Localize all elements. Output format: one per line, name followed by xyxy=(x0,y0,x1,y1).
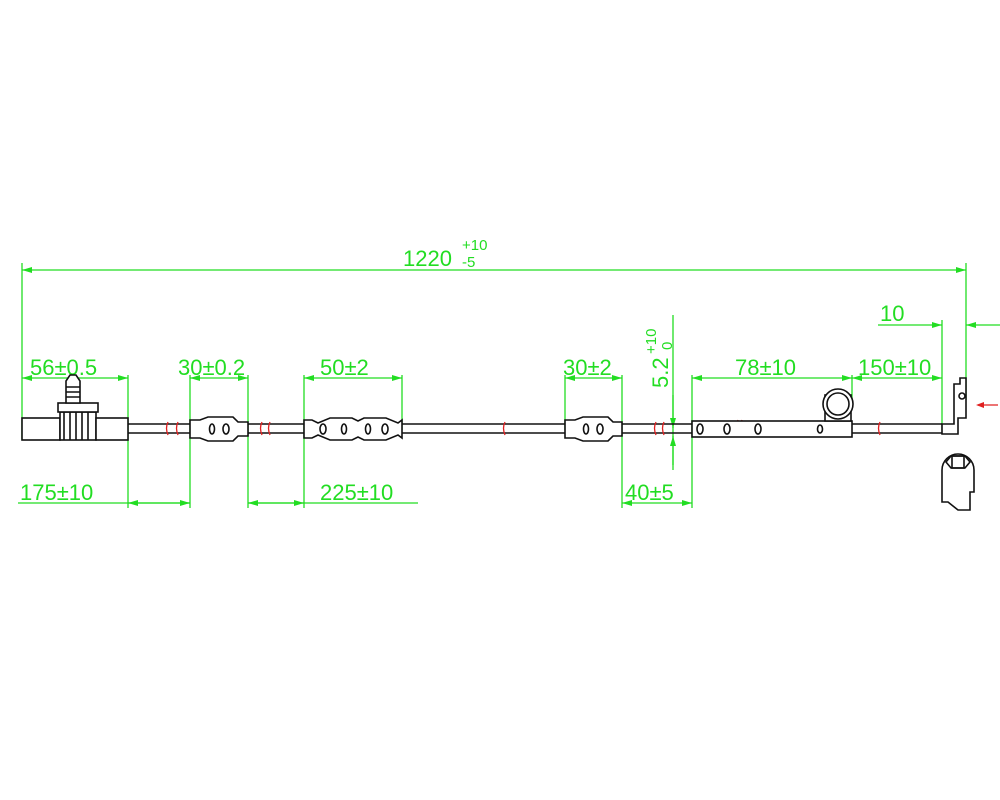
end-length-label: 150±10 xyxy=(858,355,931,380)
sleeve-length-label: 78±10 xyxy=(735,355,796,380)
segment3-label: 40±5 xyxy=(625,480,674,505)
overall-tol-upper: +10 xyxy=(462,237,487,254)
connector-length-label: 56±0.5 xyxy=(30,355,97,380)
sensor-end-view xyxy=(941,453,975,511)
segment2-label: 225±10 xyxy=(320,480,393,505)
diameter-tol-lower: 0 xyxy=(659,342,676,350)
diameter-label: 5.2 xyxy=(648,357,673,388)
overall-length-label: 1220 xyxy=(403,246,452,271)
grommet2-length-label: 50±2 xyxy=(320,355,369,380)
connector xyxy=(21,374,129,441)
segment1-label: 175±10 xyxy=(20,480,93,505)
grommet3-length-label: 30±2 xyxy=(563,355,612,380)
overall-tol-lower: -5 xyxy=(462,254,475,271)
dimension-labels: 1220 +10 -5 56±0.5 30±0.2 50±2 30±2 78±1… xyxy=(20,237,931,505)
sensor xyxy=(941,377,998,435)
grommet-3 xyxy=(564,416,623,442)
sensor-offset-label: 10 xyxy=(880,301,904,326)
dimension-lines xyxy=(18,267,1000,506)
sleeve-clip xyxy=(691,388,854,438)
extension-lines xyxy=(21,263,967,508)
grommet1-length-label: 30±0.2 xyxy=(178,355,245,380)
diameter-tol-upper: +10 xyxy=(643,329,660,354)
grommet-2 xyxy=(303,417,403,441)
grommet-1 xyxy=(189,416,249,442)
